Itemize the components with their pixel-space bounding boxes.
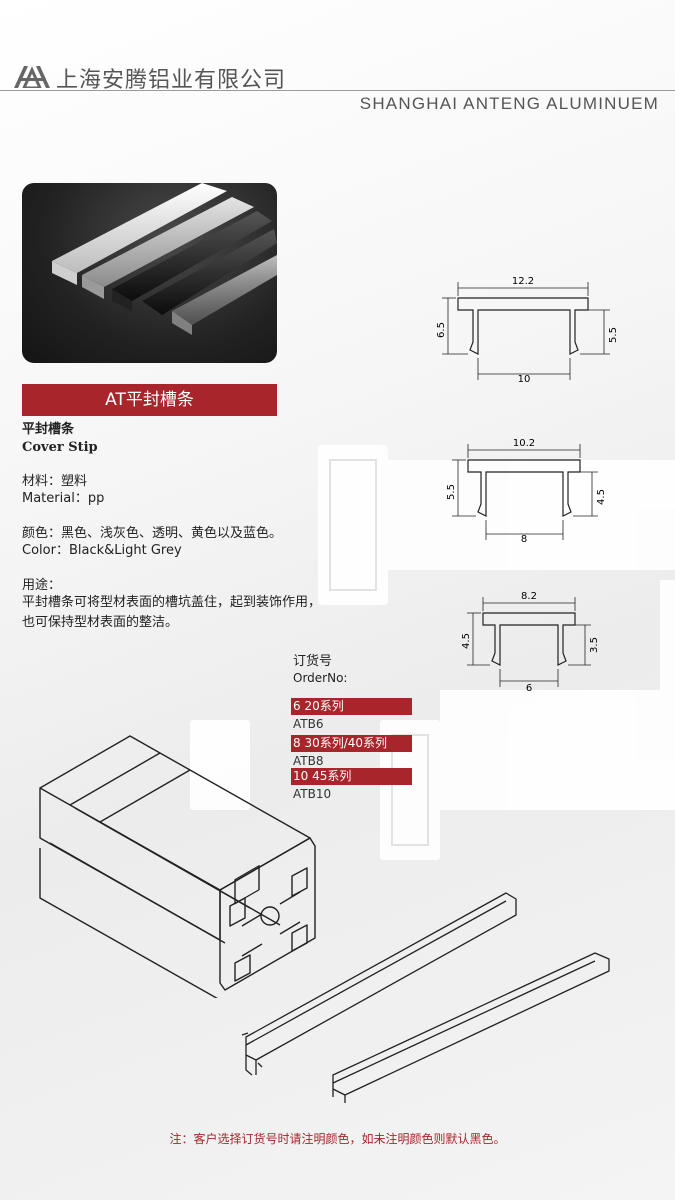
dim3-height-right: 3.5: [589, 637, 600, 653]
material-cn: 材料：塑料: [22, 474, 88, 489]
dim2-height-right: 4.5: [596, 489, 607, 505]
product-name-en: Cover Stip: [22, 440, 98, 455]
dimension-drawing-1: 12.2 6.5 5.5 10: [436, 276, 619, 385]
dimension-drawing-2: 10.2 5.5 4.5 8: [446, 438, 607, 545]
dim3-bottom-width: 6: [526, 683, 532, 694]
company-name-cn: 上海安腾铝业有限公司: [56, 68, 287, 93]
dim1-height-left: 6.5: [436, 322, 447, 338]
dim3-top-width: 8.2: [521, 591, 537, 602]
usage-text: 平封槽条可将型材表面的槽坑盖住，起到装饰作用，也可保持型材表面的整洁。: [22, 595, 322, 630]
dim1-bottom-width: 10: [518, 374, 531, 385]
order-series-3: 10 45系列: [291, 768, 412, 785]
dim1-height-right: 5.5: [608, 327, 619, 343]
dim3-height-left: 4.5: [461, 633, 472, 649]
order-title-en: OrderNo:: [293, 671, 348, 685]
cover-strip-drawing-1: [241, 892, 517, 1076]
cover-strip-photo-illustration: [52, 183, 277, 335]
order-code-1: ATB6: [293, 717, 324, 731]
product-title-bar: AT平封槽条: [22, 384, 277, 416]
company-logo-icon: [14, 66, 50, 88]
color-cn: 颜色：黑色、浅灰色、透明、黄色以及蓝色。: [22, 526, 283, 541]
product-name-cn: 平封槽条: [22, 422, 75, 437]
order-code-3: ATB10: [293, 787, 332, 801]
product-photo: [22, 183, 277, 363]
usage-title: 用途：: [22, 578, 62, 593]
aluminum-profile-drawing: [39, 735, 316, 998]
cover-strip-drawing-2: [332, 952, 610, 1103]
order-series-2: 8 30系列/40系列: [291, 735, 412, 752]
company-name-en: SHANGHAI ANTENG ALUMINUEM: [359, 94, 659, 113]
dim2-bottom-width: 8: [521, 534, 527, 545]
order-code-2: ATB8: [293, 754, 324, 768]
dim2-top-width: 10.2: [513, 438, 535, 449]
background-profiles: [190, 445, 675, 860]
order-series-1: 6 20系列: [291, 698, 412, 715]
header-divider: [0, 90, 675, 91]
material-en: Material：pp: [22, 491, 105, 506]
footer-note: 注：客户选择订货号时请注明颜色，如未注明颜色则默认黑色。: [169, 1132, 506, 1146]
dim2-height-left: 5.5: [446, 484, 457, 500]
order-title-cn: 订货号: [293, 654, 333, 669]
dimension-drawing-3: 8.2 4.5 3.5 6: [461, 591, 600, 694]
color-en: Color：Black&Light Grey: [22, 543, 182, 558]
dim1-top-width: 12.2: [512, 276, 534, 287]
